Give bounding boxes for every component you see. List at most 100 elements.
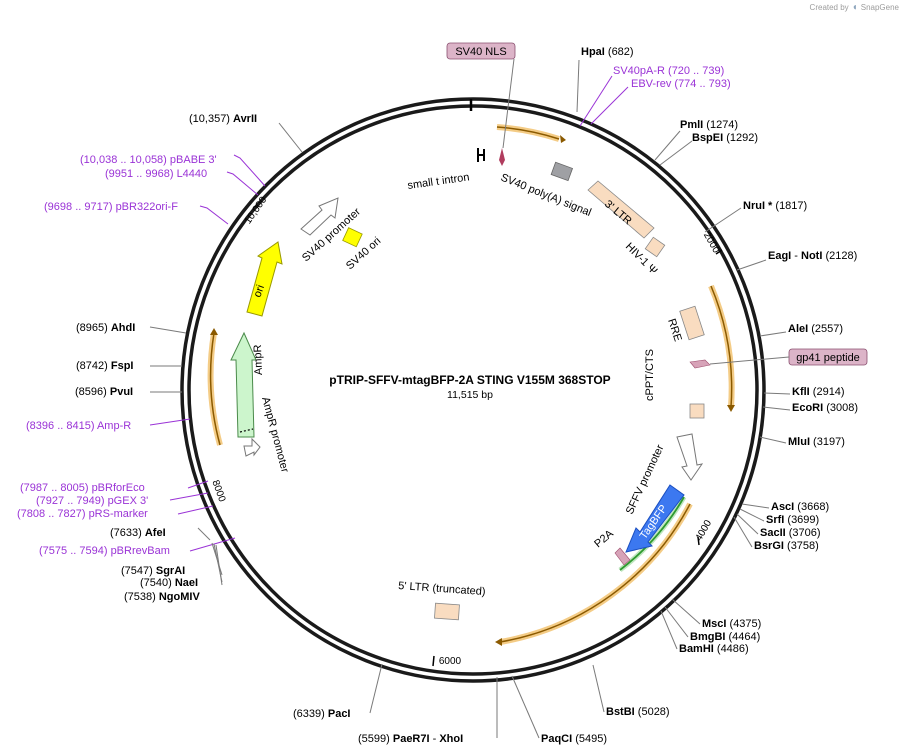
- primer-name: EBV-rev: [631, 78, 674, 90]
- tick-4000-mark: [697, 536, 700, 546]
- sffv-promoter-arrow: [676, 433, 704, 481]
- enzyme-label: NruI * (1817): [743, 200, 807, 212]
- enzyme-name-2: NotI: [801, 250, 822, 262]
- orf-arc-left-head: [210, 328, 218, 335]
- ori-arrow: [246, 241, 283, 317]
- enzyme-position: (3197): [810, 436, 845, 448]
- enzyme-name: AfeI: [145, 527, 166, 539]
- callout-sv40-nls: SV40 NLS: [446, 42, 516, 149]
- feature-p2a: P2A: [592, 527, 616, 550]
- p2a-marker: [614, 547, 631, 566]
- primer-range: (9951 .. 9968): [105, 168, 177, 180]
- credit-brand: SnapGene: [860, 3, 899, 12]
- enzyme-leader: [733, 516, 753, 548]
- enzyme-label: EcoRI (3008): [792, 402, 858, 414]
- enzyme-position: (1274): [703, 119, 738, 131]
- enzyme-position: (3699): [784, 514, 819, 526]
- feature-cppt-cts: cPPT/CTS: [644, 349, 656, 401]
- primer-label: EBV-rev (774 .. 793): [631, 78, 731, 90]
- primer-label: SV40pA-R (720 .. 739): [613, 65, 724, 77]
- enzyme-name: BstBI: [606, 706, 635, 718]
- enzyme-position: (3706): [786, 527, 821, 539]
- enzyme-position: (5028): [635, 706, 670, 718]
- orf-arc-top: [496, 124, 560, 142]
- svg-text:10,000: 10,000: [243, 195, 270, 227]
- enzyme-name: SgrAI: [156, 565, 185, 577]
- enzyme-name: PaeR7I: [393, 733, 430, 745]
- enzyme-name: PacI: [328, 708, 351, 720]
- enzyme-position: (4375): [726, 618, 761, 630]
- enzyme-leader: [763, 392, 791, 395]
- enzyme-position: (5495): [572, 733, 607, 745]
- enzyme-name: AvrII: [233, 113, 257, 125]
- enzyme-name: PmlI: [680, 119, 703, 131]
- enzyme-leader: [671, 598, 701, 625]
- enzyme-name: NgoMIV: [159, 591, 201, 603]
- enzyme-position: (8965): [76, 322, 111, 334]
- enzyme-leader: [369, 663, 383, 714]
- enzyme-label: BmgBI (4464): [690, 631, 760, 643]
- enzyme-name: NruI *: [743, 200, 773, 212]
- enzyme-position: (1817): [772, 200, 807, 212]
- enzyme-position: (8742): [76, 360, 111, 372]
- enzyme-name: BamHI: [679, 643, 714, 655]
- enzyme-name: FspI: [111, 360, 134, 372]
- enzyme-name: HpaI: [581, 46, 605, 58]
- primer-label: (8396 .. 8415) Amp-R: [26, 420, 131, 432]
- snapgene-logo-icon: ◖: [851, 2, 858, 13]
- enzyme-label: (7547) SgrAI: [121, 565, 185, 577]
- enzyme-leader: [149, 326, 187, 334]
- enzyme-leader: [741, 503, 770, 509]
- plasmid-size: 11,515 bp: [447, 389, 493, 401]
- primer-range: (720 .. 739): [668, 65, 724, 77]
- primer-range: (7808 .. 7827): [17, 508, 89, 520]
- enzyme-position: (682): [605, 46, 634, 58]
- enzyme-label: (8742) FspI: [76, 360, 133, 372]
- enzyme-label: PmlI (1274): [680, 119, 738, 131]
- feature-5-ltr: 5' LTR (truncated): [398, 580, 486, 598]
- orf-arc-bottom-line: [499, 503, 691, 643]
- enzyme-label: HpaI (682): [581, 46, 634, 58]
- 3-ltr-box: [587, 180, 655, 239]
- enzyme-label: MluI (3197): [788, 436, 845, 448]
- cppt-cts-box: [689, 403, 705, 419]
- callout-gp41-leader: [709, 356, 790, 365]
- enzyme-name: AleI: [788, 323, 808, 335]
- enzyme-label: (7633) AfeI: [110, 527, 166, 539]
- small-t-intron-marker: [477, 148, 485, 162]
- orf-arcs: [207, 124, 735, 646]
- enzyme-position: (1292): [723, 132, 758, 144]
- enzyme-name: BsrGI: [754, 540, 784, 552]
- credit-prefix: Created by: [809, 3, 849, 12]
- enzyme-label: MscI (4375): [702, 618, 761, 630]
- gp41-marker: [689, 359, 711, 369]
- enzyme-label: BsrGI (3758): [754, 540, 819, 552]
- primer-name: pGEX 3': [108, 495, 149, 507]
- sv40-nls-marker: [499, 148, 505, 166]
- enzyme-separator: -: [791, 250, 801, 262]
- enzyme-name: BmgBI: [690, 631, 725, 643]
- primer-label: (9698 .. 9717) pBR322ori-F: [44, 201, 178, 213]
- primer-name: SV40pA-R: [613, 65, 668, 77]
- enzyme-leader: [592, 664, 605, 713]
- enzyme-leader: [759, 331, 787, 337]
- sv40-polya-box: [550, 161, 574, 182]
- enzyme-label: BamHI (4486): [679, 643, 749, 655]
- callout-sv40-nls-text: SV40 NLS: [455, 46, 506, 58]
- enzyme-leader: [739, 508, 765, 522]
- sv40-promoter-arrow: [300, 197, 339, 236]
- tick-10000: 10,000: [243, 195, 270, 227]
- primer-range: (8396 .. 8415): [26, 420, 97, 432]
- hiv1-psi-box: [644, 236, 666, 258]
- feature-small-t-intron: small t intron: [407, 171, 470, 192]
- feature-sv40-polya: SV40 poly(A) signal: [499, 172, 593, 219]
- enzyme-name: EagI: [768, 250, 791, 262]
- primer-name: pBRforEco: [92, 482, 145, 494]
- enzyme-name: AhdI: [111, 322, 135, 334]
- enzyme-position: (2914): [810, 386, 845, 398]
- enzyme-leader: [762, 406, 791, 411]
- tick-6000: 6000: [439, 656, 462, 667]
- primer-range: (7575 .. 7594): [39, 545, 111, 557]
- primer-name: Amp-R: [97, 420, 131, 432]
- primer-name: L4440: [177, 168, 208, 180]
